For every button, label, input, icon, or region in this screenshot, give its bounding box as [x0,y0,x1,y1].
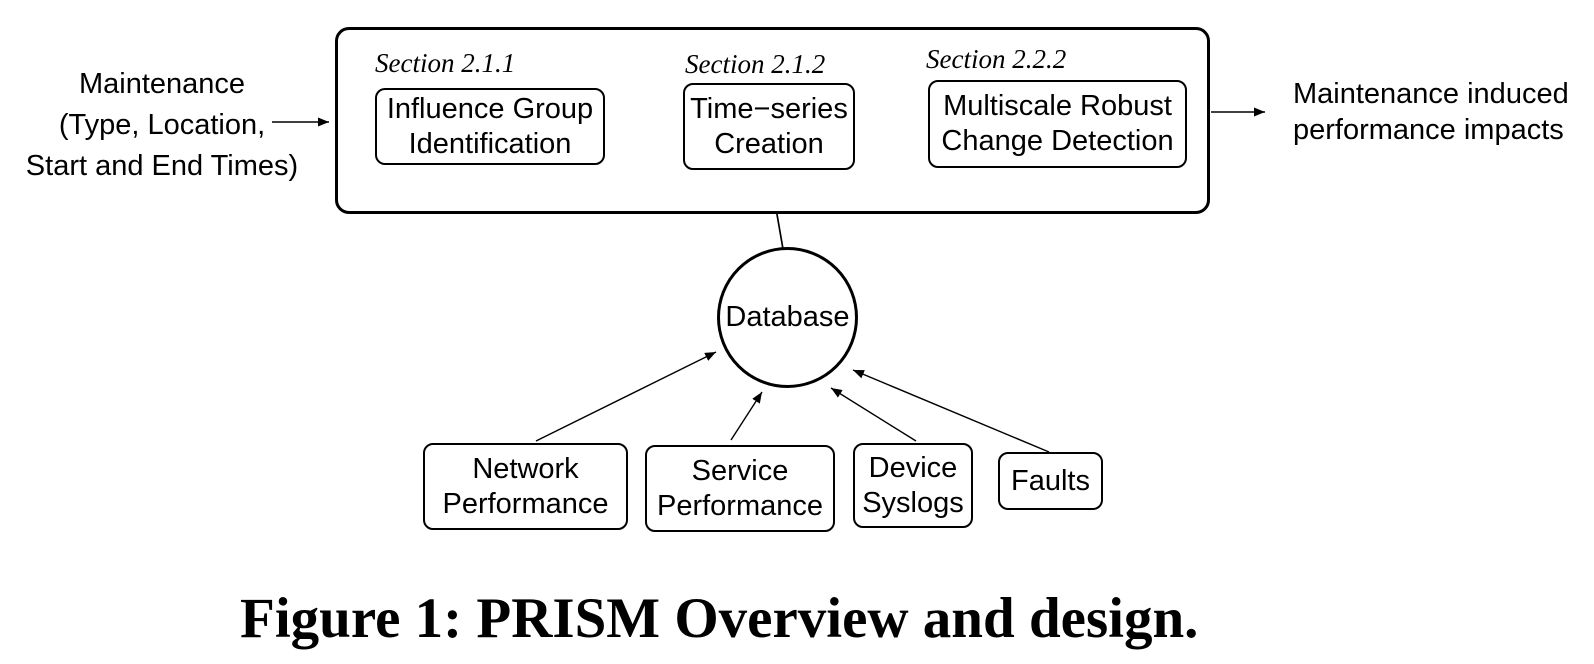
stage-label-line: Influence Group [386,92,594,125]
input-label-line-3: Start and End Times) [25,150,299,182]
source-label-line: Device [868,451,958,484]
arrow-network-to-database [535,351,717,442]
stage-box-influence-group-identification: Influence Group Identification [375,88,605,165]
source-label-line: Service [691,454,789,487]
stage-label-line: Identification [408,127,572,160]
arrow-service-to-database [730,391,763,441]
stage-label-line: Change Detection [941,125,1174,157]
source-box-network-performance: Network Performance [423,443,628,530]
output-label-line-2: performance impacts [1293,114,1564,146]
output-label-line-1: Maintenance induced [1293,78,1569,110]
stage-box-time-series-creation: Time−series Creation [683,83,855,170]
input-label-line-1: Maintenance [78,68,246,100]
section-label-3: Section 2.2.2 [926,44,1067,74]
stage-label-line: Multiscale Robust [943,90,1172,122]
source-box-faults: Faults [998,452,1103,510]
stage-box-multiscale-robust-change-detection: Multiscale Robust Change Detection [928,80,1187,168]
source-box-service-performance: Service Performance [645,445,835,532]
arrow-syslogs-to-database [830,387,917,442]
stage-label-line: Creation [714,127,824,160]
database-node: Database [717,247,858,388]
section-label-1: Section 2.1.1 [375,48,516,78]
input-label-line-2: (Type, Location, [58,109,266,141]
arrow-faults-to-database [852,369,1050,453]
database-label: Database [725,301,850,333]
source-label-line: Performance [442,487,609,520]
stage-label-line: Time−series [690,92,848,125]
source-label-line: Performance [656,489,823,522]
source-label-line: Network [472,452,579,485]
source-label-line: Faults [1011,464,1090,497]
input-label: Maintenance (Type, Location, Start and E… [10,64,314,187]
output-label: Maintenance induced performance impacts [1293,76,1569,148]
figure-caption: Figure 1: PRISM Overview and design. [240,587,1199,650]
section-label-2: Section 2.1.2 [685,49,826,79]
source-label-line: Syslogs [862,486,964,519]
source-box-device-syslogs: Device Syslogs [853,443,973,528]
